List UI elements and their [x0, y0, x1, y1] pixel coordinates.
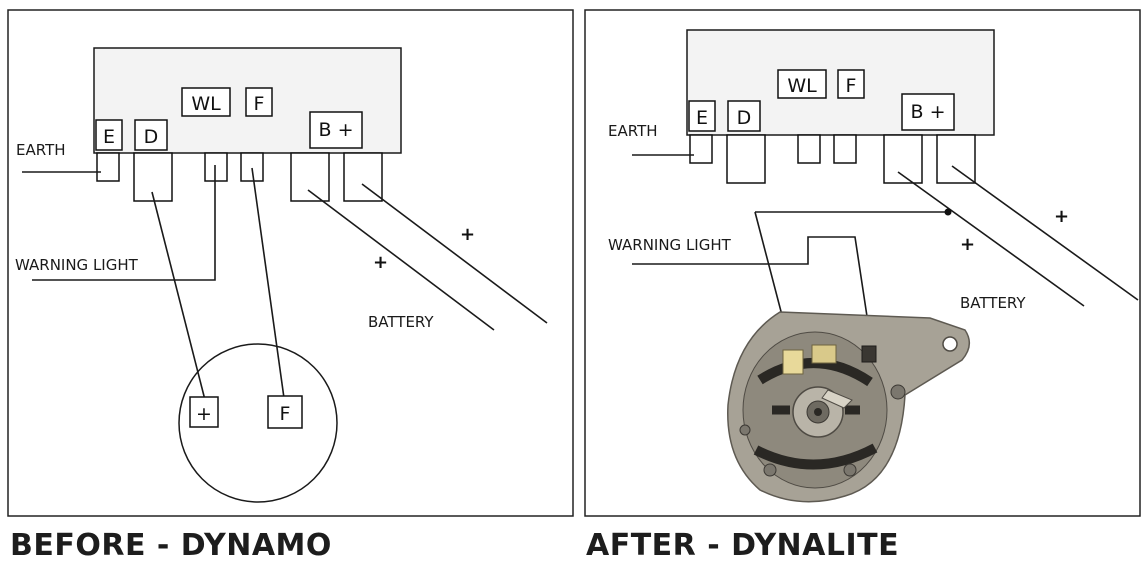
svg-text:D: D — [144, 126, 159, 148]
svg-text:F: F — [254, 93, 265, 115]
svg-text:E: E — [696, 107, 708, 129]
after-caption: AFTER - DYNALITE — [586, 528, 900, 563]
before-connector-tabs — [96, 152, 383, 202]
after-battery-plus-2: + — [1054, 206, 1069, 227]
svg-text:B +: B + — [911, 101, 946, 123]
before-earth-label: EARTH — [16, 141, 66, 159]
svg-text:+: + — [196, 403, 212, 425]
dynamo-terminal-plus: + — [189, 396, 219, 428]
before-wires — [22, 165, 548, 401]
before-warning-light-label: WARNING LIGHT — [15, 256, 139, 274]
after-terminal-f: F — [837, 69, 865, 99]
before-battery-label: BATTERY — [368, 313, 434, 331]
before-caption: BEFORE - DYNAMO — [10, 528, 332, 563]
after-battery-plus-1: + — [960, 234, 975, 255]
after-terminal-e: E — [688, 100, 716, 132]
before-terminal-f: F — [245, 87, 273, 117]
before-battery-plus-2: + — [460, 224, 475, 245]
before-terminal-e: E — [95, 119, 123, 151]
after-wires — [632, 154, 1139, 366]
after-earth-label: EARTH — [608, 122, 658, 140]
dynamo-circle — [178, 343, 338, 503]
before-terminal-d: D — [134, 119, 168, 151]
svg-text:D: D — [737, 107, 752, 129]
svg-text:B +: B + — [319, 119, 354, 141]
after-panel: E D WL F B + EARTH WARNING LIGHT BATT — [584, 9, 1141, 517]
after-terminal-b-plus: B + — [901, 93, 955, 131]
after-connector-tabs — [689, 134, 976, 184]
svg-text:E: E — [103, 126, 115, 148]
svg-text:WL: WL — [787, 75, 817, 97]
svg-text:F: F — [846, 75, 857, 97]
after-junction-dot — [944, 208, 952, 216]
before-terminal-wl: WL — [181, 87, 231, 117]
before-terminal-b-plus: B + — [309, 111, 363, 149]
after-terminal-d: D — [727, 100, 761, 132]
before-panel: E D WL F B + EARTH WARNING LIGH — [7, 9, 574, 517]
svg-text:WL: WL — [191, 93, 221, 115]
before-battery-plus-1: + — [373, 252, 388, 273]
dynalite-alternator — [727, 311, 971, 503]
after-terminal-wl: WL — [777, 69, 827, 99]
after-battery-label: BATTERY — [960, 294, 1026, 312]
svg-text:F: F — [280, 403, 291, 425]
after-warning-light-label: WARNING LIGHT — [608, 236, 732, 254]
dynamo-terminal-f: F — [267, 395, 303, 429]
